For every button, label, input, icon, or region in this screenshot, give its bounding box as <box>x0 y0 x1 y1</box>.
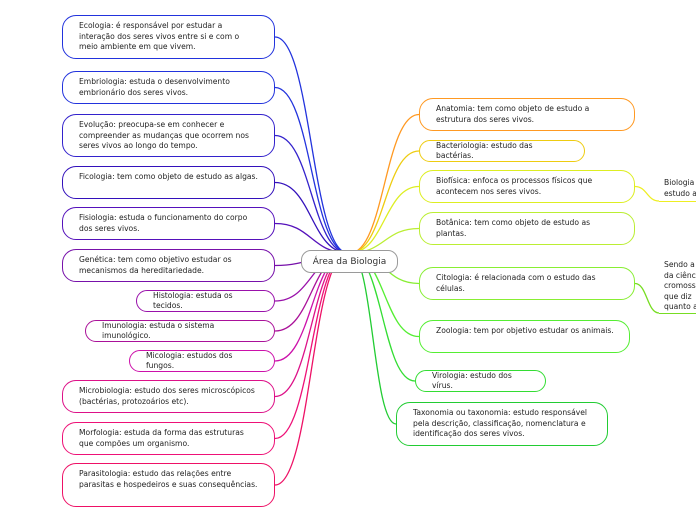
connector-bacteriologia <box>349 150 420 254</box>
topic-morfologia[interactable]: Morfologia: estuda da forma das estrutur… <box>62 422 275 455</box>
connector-anatomia <box>349 113 420 254</box>
subtopic-line: cromoss <box>664 281 696 290</box>
subtopic-line: Sendo a <box>664 260 695 269</box>
connector-morfologia <box>274 252 349 440</box>
subtopic-line: quanto a <box>664 302 696 311</box>
topic-virologia[interactable]: Virologia: estudo dos vírus. <box>415 370 546 392</box>
topic-anatomia[interactable]: Anatomia: tem como objeto de estudo a es… <box>419 98 635 131</box>
topic-micologia[interactable]: Micologia: estudos dos fungos. <box>129 350 275 372</box>
connector-ecologia <box>274 36 349 254</box>
topic-zoologia[interactable]: Zoologia: tem por objetivo estudar os an… <box>419 320 630 353</box>
subtopic-biologia-cut[interactable]: Biologia estudo a <box>664 178 696 199</box>
topic-fisiologia[interactable]: Fisiologia: estuda o funcionamento do co… <box>62 207 275 240</box>
subtopic-line: que diz <box>664 291 692 301</box>
subtopic-line: Biologia <box>664 178 695 187</box>
topic-citologia[interactable]: Citologia: é relacionada com o estudo da… <box>419 267 635 300</box>
topic-imunologia[interactable]: Imunologia: estuda o sistema imunológico… <box>85 320 275 342</box>
topic-evolucao[interactable]: Evolução: preocupa-se em conhecer e comp… <box>62 114 275 157</box>
connector-biologia-cut <box>634 185 660 202</box>
subtopic-line: estudo a <box>664 188 696 198</box>
topic-embriologia[interactable]: Embriologia: estuda o desenvolvimento em… <box>62 71 275 104</box>
topic-botanica[interactable]: Botânica: tem como objeto de estudo as p… <box>419 212 635 245</box>
topic-microbiologia[interactable]: Microbiologia: estudo dos seres microscó… <box>62 380 275 413</box>
connector-microbiologia <box>274 252 349 398</box>
connector-sendo-cut <box>634 282 660 314</box>
topic-ecologia[interactable]: Ecologia: é responsável por estudar a in… <box>62 15 275 59</box>
central-topic[interactable]: Área da Biologia <box>301 250 398 273</box>
subtopic-underline <box>659 313 696 314</box>
topic-ficologia[interactable]: Ficologia: tem como objeto de estudo as … <box>62 166 275 199</box>
topic-parasitologia[interactable]: Parasitologia: estudo das relações entre… <box>62 463 275 507</box>
connector-evolucao <box>274 134 349 254</box>
connector-parasitologia <box>274 252 349 486</box>
topic-biofisica[interactable]: Biofísica: enfoca os processos físicos q… <box>419 170 635 203</box>
topic-genetica[interactable]: Genética: tem como objetivo estudar os m… <box>62 249 275 282</box>
topic-histologia[interactable]: Histologia: estuda os tecidos. <box>136 290 275 312</box>
connector-taxonomia <box>349 252 397 425</box>
connector-biofisica <box>349 185 420 254</box>
connector-embriologia <box>274 86 349 254</box>
subtopic-underline <box>659 201 696 202</box>
subtopic-sendo-cut[interactable]: Sendo a da ciênc cromoss que diz quanto … <box>664 260 696 313</box>
topic-taxonomia[interactable]: Taxonomia ou taxonomia: estudo responsáv… <box>396 402 608 446</box>
subtopic-line: da ciênc <box>664 270 696 280</box>
topic-bacteriologia[interactable]: Bacteriologia: estudo das bactérias. <box>419 140 585 162</box>
